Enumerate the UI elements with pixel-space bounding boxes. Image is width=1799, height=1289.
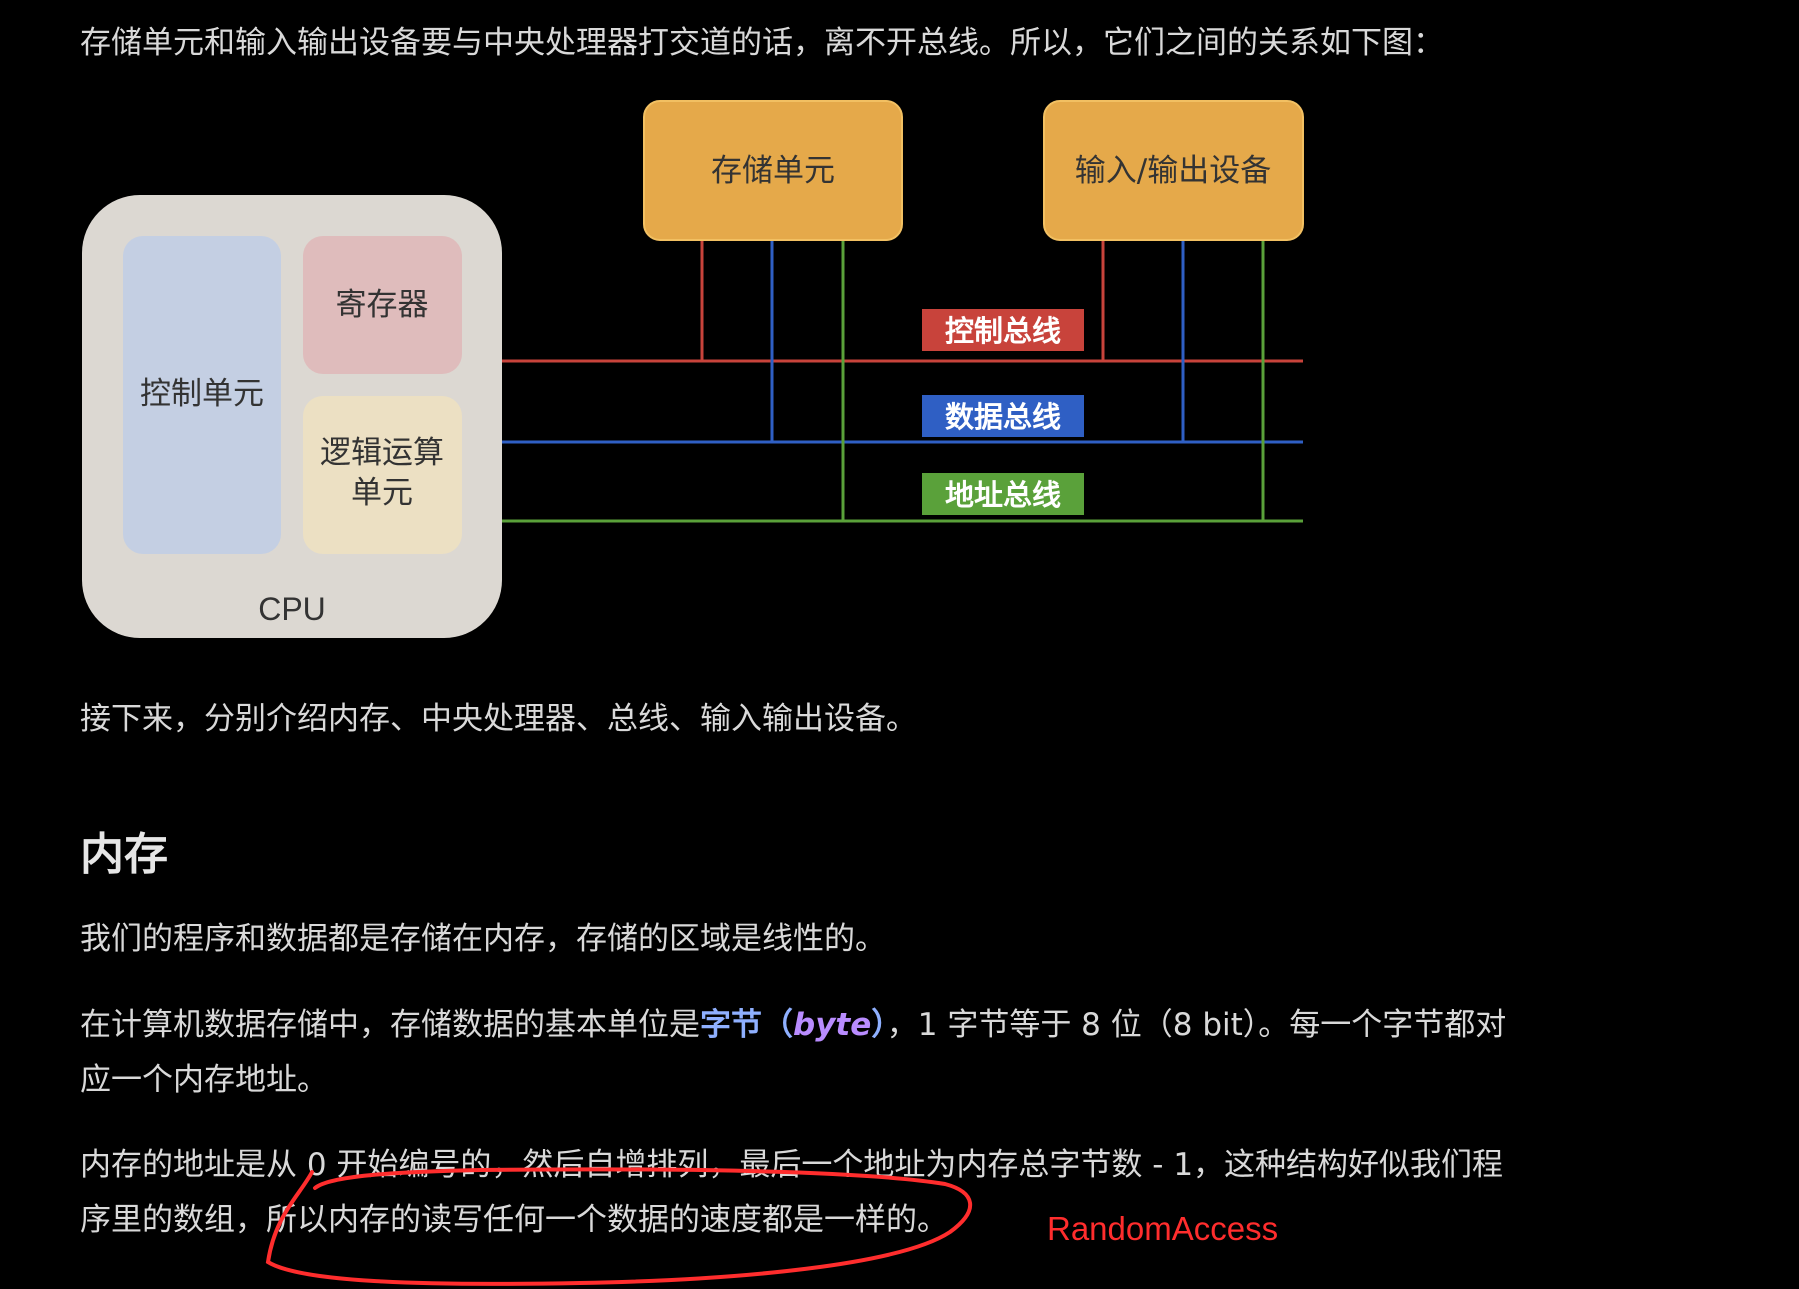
bus-diagram: 控制单元 寄存器 逻辑运算 单元 CPU 存储单元 输入/输出设备 控制总线 数… [82,100,1304,638]
storage-unit-box [643,100,903,241]
paragraph-1: 我们的程序和数据都是存储在内存，存储的区域是线性的。 [80,921,886,957]
paragraph-2-line-1: 在计算机数据存储中，存储数据的基本单位是字节（byte），1 字节等于 8 位（… [80,998,1506,1053]
p2-bold-term: 字节 [700,1007,762,1043]
alu-box [303,396,462,554]
p2-paren-open: （ [762,1007,793,1043]
p2-paren-close: ） [871,1007,887,1043]
register-box [303,236,462,374]
p2-after: ，1 字节等于 8 位（8 bit）。每一个字节都对 [886,1007,1507,1043]
control-bus-label: 控制总线 [945,314,1061,348]
paragraph-3-line-2: 序里的数组，所以内存的读写任何一个数据的速度都是一样的。 [80,1202,948,1238]
storage-unit-label: 存储单元 [711,153,835,189]
io-device-box [1043,100,1304,241]
control-unit-box [123,236,281,554]
control-bus-tag [922,309,1084,351]
alu-label-line1: 逻辑运算 [320,435,444,471]
paragraph-2: 在计算机数据存储中，存储数据的基本单位是字节（byte），1 字节等于 8 位（… [80,998,1506,1108]
data-bus-label: 数据总线 [945,400,1061,434]
paragraph-2-line-2: 应一个内存地址。 [80,1062,328,1098]
p2-before: 在计算机数据存储中，存储数据的基本单位是 [80,1007,700,1043]
io-device-label: 输入/输出设备 [1075,153,1271,189]
section-title: 内存 [80,829,168,880]
alu-label-line2: 单元 [351,475,413,511]
data-bus-tag [922,395,1084,437]
intro-paragraph: 存储单元和输入输出设备要与中央处理器打交道的话，离不开总线。所以，它们之间的关系… [80,25,1444,61]
register-label: 寄存器 [336,287,429,323]
random-access-note: RandomAccess [1047,1210,1279,1247]
p2-italic-term: byte [793,1007,872,1043]
paragraph-3-line-1: 内存的地址是从 0 开始编号的，然后自增排列，最后一个地址为内存总字节数 - 1… [80,1147,1504,1183]
cpu-label: CPU [258,591,326,627]
address-bus-label: 地址总线 [945,478,1061,512]
next-paragraph: 接下来，分别介绍内存、中央处理器、总线、输入输出设备。 [80,701,917,737]
address-bus-tag [922,473,1084,515]
control-unit-label: 控制单元 [140,376,264,412]
paragraph-3: 内存的地址是从 0 开始编号的，然后自增排列，最后一个地址为内存总字节数 - 1… [80,1138,1503,1248]
